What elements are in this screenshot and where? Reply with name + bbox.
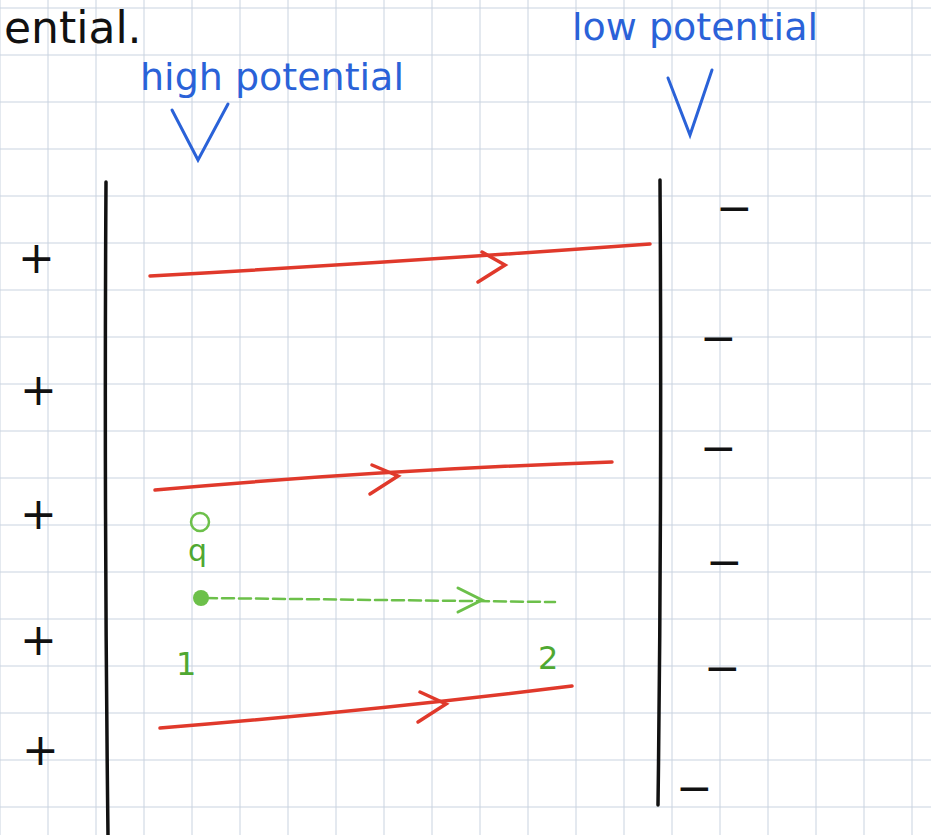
grid-line [336, 0, 337, 835]
grid-line [672, 0, 673, 835]
grid-line [0, 0, 1, 835]
grid-line [0, 525, 931, 526]
grid-line [0, 196, 931, 197]
grid-line [0, 619, 931, 620]
charge-sign: − [700, 316, 737, 360]
grid-line [0, 337, 931, 338]
grid-line [0, 431, 931, 432]
grid-line [576, 0, 577, 835]
grid-line [0, 760, 931, 761]
grid-line [0, 243, 931, 244]
grid-line [432, 0, 433, 835]
potential-label: high potential [140, 58, 404, 96]
charge-sign: − [676, 766, 713, 810]
grid-line [144, 0, 145, 835]
grid-line [0, 149, 931, 150]
grid-line [240, 0, 241, 835]
point-number: 2 [538, 642, 558, 674]
pointer-tick [668, 70, 712, 135]
grid-line [720, 0, 721, 835]
charge-label: q [188, 536, 207, 566]
charge-sign: − [704, 646, 741, 690]
grid-line [528, 0, 529, 835]
grid-line [288, 0, 289, 835]
potential-label: low potential [572, 8, 818, 46]
grid-line [912, 0, 913, 835]
grid-line [0, 55, 931, 56]
charge-sign: + [18, 236, 55, 280]
charge-sign: − [706, 540, 743, 584]
charge-sign: − [700, 426, 737, 470]
grid-line [384, 0, 385, 835]
grid-line [768, 0, 769, 835]
pointer-tick [172, 104, 228, 160]
grid-line [816, 0, 817, 835]
grid-line [96, 0, 97, 835]
grid-line [0, 807, 931, 808]
grid-line [48, 0, 49, 835]
grid-line [0, 290, 931, 291]
grid-line [0, 102, 931, 103]
displacement-path [205, 598, 555, 602]
grid-line [0, 666, 931, 667]
charge-symbol-loop [191, 513, 209, 531]
arrowhead [370, 465, 398, 494]
grid-line [864, 0, 865, 835]
negative-plate [658, 180, 661, 805]
arrowhead [478, 252, 505, 282]
grid-line [192, 0, 193, 835]
positive-plate [105, 182, 108, 835]
arrowhead [458, 588, 482, 612]
charge-sign: + [20, 618, 57, 662]
charge-sign: − [716, 186, 753, 230]
charge-sign: + [22, 728, 59, 772]
grid-line [0, 384, 931, 385]
field-line [160, 686, 572, 728]
heading-fragment: ential. [4, 6, 142, 50]
grid-line [0, 572, 931, 573]
grid-line [624, 0, 625, 835]
charge-sign: + [20, 492, 57, 536]
grid-line [0, 713, 931, 714]
grid-line [480, 0, 481, 835]
field-line [150, 244, 650, 276]
charge-sign: + [20, 368, 57, 412]
grid-line [0, 478, 931, 479]
arrowhead [418, 692, 446, 722]
point-number: 1 [176, 648, 196, 680]
